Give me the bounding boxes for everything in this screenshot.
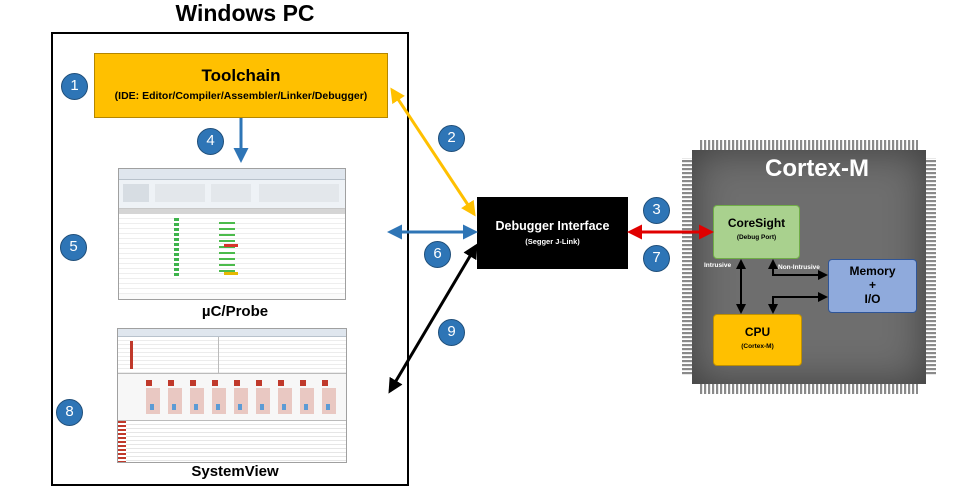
toolchain-box[interactable]: Toolchain (IDE: Editor/Compiler/Assemble… [94, 53, 388, 118]
marker-9: 9 [438, 319, 465, 346]
cpu-title: CPU [744, 325, 771, 339]
memory-label: Memory [849, 264, 896, 278]
arrow-cpu-memory [768, 292, 828, 314]
chip-title: Cortex-M [764, 155, 869, 182]
marker-6: 6 [424, 241, 451, 268]
marker-7: 7 [643, 245, 670, 272]
toolchain-title: Toolchain [201, 66, 281, 85]
marker-4: 4 [197, 128, 224, 155]
cpu-subtitle: (Cortex-M) [741, 343, 774, 350]
arrow-2 [390, 87, 476, 217]
io-label: I/O [864, 292, 881, 306]
debugger-interface-box[interactable]: Debugger Interface (Segger J-Link) [477, 197, 628, 269]
memory-io-block[interactable]: Memory + I/O [828, 259, 917, 313]
cpu-block[interactable]: CPU (Cortex-M) [713, 314, 802, 366]
marker-1: 1 [61, 73, 88, 100]
debugger-title: Debugger Interface [495, 219, 610, 233]
probe-screenshot[interactable] [118, 168, 346, 300]
toolchain-subtitle: (IDE: Editor/Compiler/Assembler/Linker/D… [114, 90, 368, 102]
marker-5: 5 [60, 234, 87, 261]
marker-3: 3 [643, 197, 670, 224]
coresight-block[interactable]: CoreSight (Debug Port) [713, 205, 800, 259]
systemview-screenshot[interactable] [117, 328, 347, 463]
coresight-title: CoreSight [727, 216, 786, 230]
arrow-non-intrusive [768, 259, 828, 280]
probe-caption: µC/Probe [201, 303, 269, 320]
debugger-subtitle: (Segger J-Link) [525, 237, 580, 246]
intrusive-label: Intrusive [704, 262, 732, 269]
arrow-9 [388, 243, 478, 394]
systemview-caption: SystemView [191, 463, 279, 480]
marker-8: 8 [56, 399, 83, 426]
coresight-subtitle: (Debug Port) [736, 234, 777, 241]
marker-2: 2 [438, 125, 465, 152]
page-title: Windows PC [175, 0, 315, 26]
memory-plus: + [868, 278, 876, 292]
